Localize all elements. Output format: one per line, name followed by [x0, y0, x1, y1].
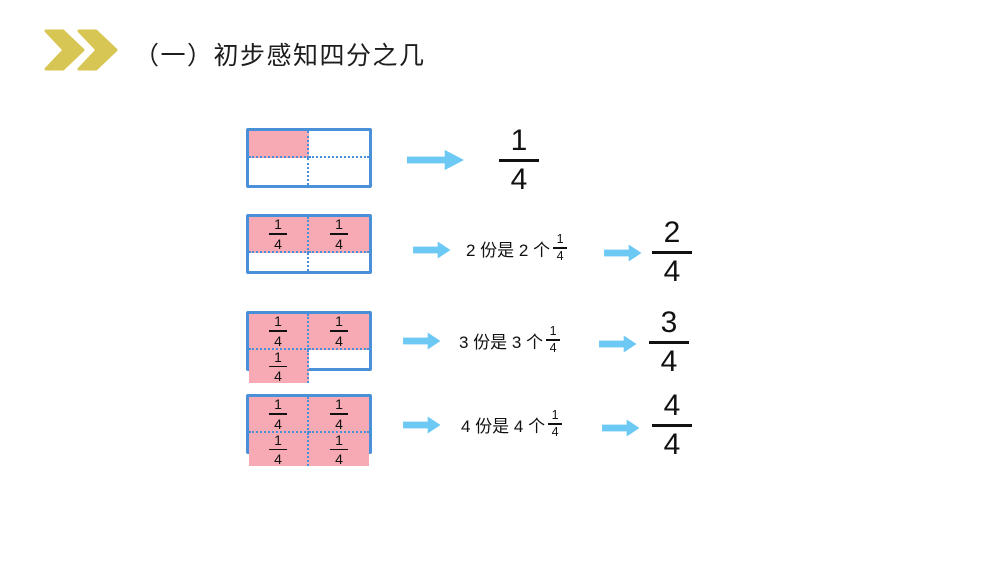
- arrow-icon: [413, 241, 451, 259]
- cell-fraction: 1 4: [269, 397, 287, 431]
- phrase-fraction: 1 4: [548, 409, 563, 439]
- grid-cell: [309, 350, 369, 384]
- fraction-bar: [330, 330, 348, 332]
- denominator: 4: [663, 254, 681, 288]
- arrow-icon: [403, 332, 441, 350]
- fraction-bar: [330, 413, 348, 415]
- fraction-bar: [553, 247, 568, 249]
- quarter-diagram-4: 1 4 1 4 1 4 1 4: [246, 394, 372, 466]
- phrase-row-2: 2 份是 2 个 1 4: [466, 228, 568, 268]
- result-fraction-4: 4 4: [650, 391, 694, 460]
- numerator: 4: [663, 389, 681, 422]
- page-title: （一）初步感知四分之几: [134, 42, 426, 70]
- result-fraction-1: 1 4: [497, 126, 541, 195]
- fraction-bar: [548, 423, 563, 425]
- grid-cell: 1 4: [249, 349, 309, 383]
- grid-cell: 1 4: [309, 397, 369, 433]
- cell-fraction: 1 4: [269, 350, 287, 383]
- double-chevron-icon: [44, 29, 118, 71]
- grid-cell: [309, 131, 369, 158]
- fraction-bar: [652, 251, 692, 254]
- numerator: 1: [510, 124, 528, 157]
- phrase-fraction: 1 4: [546, 325, 561, 355]
- quarter-diagram-3: 1 4 1 4 1 4: [246, 311, 372, 383]
- fraction-bar: [330, 448, 348, 450]
- fraction-bar: [269, 413, 287, 415]
- grid-cell: 1 4: [249, 397, 309, 433]
- fraction-bar: [546, 339, 561, 341]
- grid-cell: 1 4: [249, 432, 309, 466]
- cell-fraction: 1 4: [269, 314, 287, 348]
- fraction-bar: [269, 365, 287, 367]
- numerator: 2: [663, 216, 681, 249]
- denominator: 4: [510, 162, 528, 196]
- denominator: 4: [660, 344, 678, 378]
- phrase-row-3: 3 份是 3 个 1 4: [459, 320, 561, 360]
- quarter-diagram-2: 1 4 1 4: [246, 214, 372, 274]
- arrow-icon: [403, 416, 441, 434]
- fraction-bar: [269, 330, 287, 332]
- grid-cell: [309, 158, 369, 185]
- numerator: 3: [660, 306, 678, 339]
- result-fraction-2: 2 4: [650, 218, 694, 287]
- fraction-bar: [652, 424, 692, 427]
- result-fraction-3: 3 4: [647, 308, 691, 377]
- cell-fraction: 1 4: [269, 217, 287, 251]
- grid-cell: 1 4: [309, 432, 369, 466]
- grid-cell: 1 4: [309, 314, 369, 350]
- grid-cell: [249, 252, 309, 271]
- cell-fraction: 1 4: [330, 314, 348, 348]
- arrow-icon: [599, 335, 637, 353]
- cell-fraction: 1 4: [330, 397, 348, 431]
- phrase-row-4: 4 份是 4 个 1 4: [461, 404, 563, 444]
- arrow-icon: [604, 244, 642, 262]
- arrow-icon: [407, 149, 465, 171]
- phrase-fraction: 1 4: [553, 233, 568, 263]
- arrow-icon: [602, 419, 640, 437]
- grid-cell: [309, 253, 369, 272]
- fraction-bar: [269, 233, 287, 235]
- cell-fraction: 1 4: [330, 217, 348, 251]
- grid-cell: 1 4: [249, 217, 309, 253]
- fraction-bar: [269, 448, 287, 450]
- phrase-text: 4 份是 4 个: [461, 416, 546, 436]
- cell-fraction: 1 4: [269, 433, 287, 466]
- phrase-text: 2 份是 2 个: [466, 240, 551, 260]
- fraction-bar: [649, 341, 689, 344]
- phrase-text: 3 份是 3 个: [459, 332, 544, 352]
- quarter-diagram-1: [246, 128, 372, 188]
- grid-cell: [249, 158, 309, 185]
- cell-fraction: 1 4: [330, 433, 348, 466]
- denominator: 4: [663, 427, 681, 461]
- fraction-bar: [499, 159, 539, 162]
- grid-cell: 1 4: [249, 314, 309, 350]
- grid-cell: [249, 131, 309, 158]
- fraction-bar: [330, 233, 348, 235]
- grid-cell: 1 4: [309, 217, 369, 253]
